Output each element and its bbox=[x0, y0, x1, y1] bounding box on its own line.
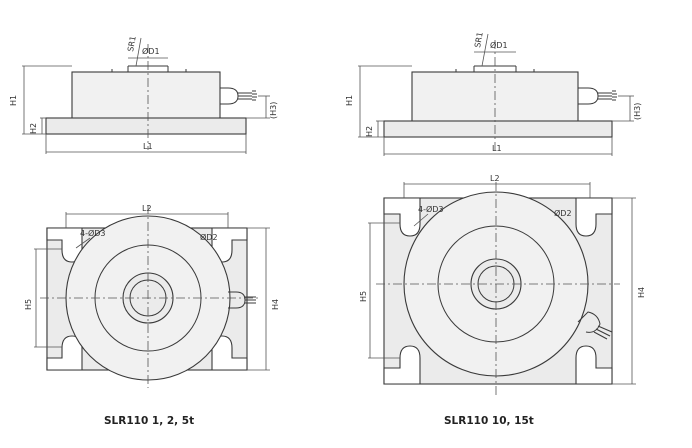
label-d2: ØD2 bbox=[200, 232, 218, 242]
caption-right: SLR110 10, 15t bbox=[444, 415, 534, 427]
label-h3: (H3) bbox=[269, 102, 278, 119]
label-sr1: SR1 bbox=[473, 31, 485, 48]
load-cell-body bbox=[71, 71, 221, 120]
label-l2: L2 bbox=[490, 174, 500, 183]
label-l2: L2 bbox=[142, 204, 152, 213]
label-h2: H2 bbox=[365, 126, 374, 137]
label-h1: H1 bbox=[9, 95, 18, 106]
side-view-left: SR1 ØD1 H1 H2 (H3) L1 bbox=[9, 35, 278, 154]
label-h4: H4 bbox=[637, 287, 646, 298]
base-plate bbox=[383, 120, 613, 138]
side-view-right: SR1 ØD1 H1 H2 (H3) L1 bbox=[345, 31, 642, 156]
top-view-right: L2 4-ØD3 ØD2 H5 H4 bbox=[359, 174, 646, 396]
label-sr1: SR1 bbox=[126, 35, 138, 52]
label-l1: L1 bbox=[492, 144, 502, 153]
label-h1: H1 bbox=[345, 95, 354, 106]
label-h3: (H3) bbox=[633, 103, 642, 120]
cable-gland bbox=[577, 311, 601, 333]
label-h5: H5 bbox=[24, 299, 33, 310]
cable-gland bbox=[220, 87, 239, 105]
label-h4: H4 bbox=[271, 299, 280, 310]
label-d1: ØD1 bbox=[490, 40, 508, 50]
label-d1: ØD1 bbox=[142, 46, 160, 56]
top-view-left: L2 4-ØD3 ØD2 H5 H4 bbox=[24, 204, 280, 388]
label-h2: H2 bbox=[29, 123, 38, 134]
label-holes: 4-ØD3 bbox=[418, 204, 444, 214]
label-d2: ØD2 bbox=[554, 208, 572, 218]
base-plate bbox=[45, 117, 247, 135]
label-h5: H5 bbox=[359, 291, 368, 302]
caption-left: SLR110 1, 2, 5t bbox=[104, 415, 194, 427]
label-holes: 4-ØD3 bbox=[80, 228, 106, 238]
label-l1: L1 bbox=[143, 142, 153, 151]
